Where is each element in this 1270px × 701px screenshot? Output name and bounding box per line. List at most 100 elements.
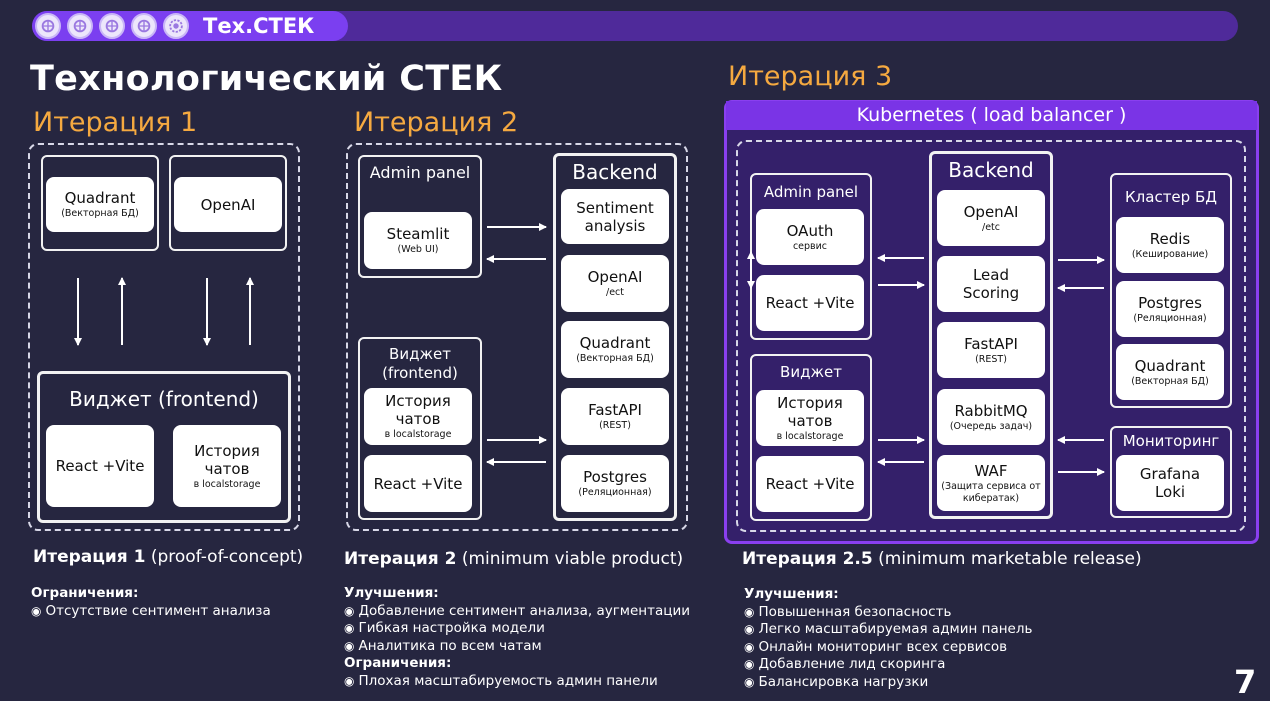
backend-node-waf: WAF (Защита сервиса от кибератак) (937, 455, 1045, 511)
backend-node-openai: OpenAI /etc (937, 190, 1045, 246)
db-cluster-box (1110, 173, 1232, 408)
notes-heading: Ограничения: (31, 585, 139, 601)
backend-node-sub: (Реляционная) (578, 487, 652, 498)
backend-node-fastapi: FastAPI (REST) (561, 388, 669, 445)
backend-node-label: OpenAI (587, 268, 643, 286)
backend-node-label: Lead Scoring (962, 266, 1020, 302)
react-vite-label: React +Vite (373, 474, 463, 493)
notes-bullet: Легко масштабируемая админ панель (744, 621, 1032, 639)
backend-node-lead-scoring: Lead Scoring (937, 256, 1045, 312)
gear-logo-icon (163, 13, 189, 39)
notes-bullet: Добавление сентимент анализа, аугментаци… (344, 603, 690, 621)
react-vite-node: React +Vite (364, 455, 472, 512)
backend-title: Backend (948, 158, 1034, 182)
react-vite-label: React +Vite (765, 294, 855, 312)
backend-node-label: RabbitMQ (954, 401, 1028, 420)
chat-history-label: История чатов (385, 392, 451, 428)
redis-sub: (Кеширование) (1131, 248, 1209, 260)
steamlit-label: Steamlit (386, 225, 450, 243)
iteration-1-notes: Ограничения: Отсутствие сентимент анализ… (31, 585, 271, 620)
backend-node-label: FastAPI (588, 401, 642, 419)
react-vite-widget-node: React +Vite (756, 456, 864, 512)
notes-heading: Улучшения: (344, 585, 439, 601)
grafana-loki-label: Grafana Loki (1139, 465, 1201, 501)
chat-history-label: История чатов (194, 441, 260, 478)
backend-box (553, 153, 677, 521)
admin-panel-title: Admin panel (763, 183, 859, 201)
oauth-sub: сервис (792, 240, 828, 252)
caption-bold: Итерация 1 (33, 547, 146, 567)
redis-node: Redis (Кеширование) (1116, 217, 1224, 273)
quadrant-node: Quadrant (Векторная БД) (46, 177, 154, 232)
backend-node-sub: (Защита сервиса от кибератак) (941, 480, 1041, 504)
admin-panel-title: Admin panel (369, 163, 471, 182)
admin-panel-box (358, 155, 482, 278)
kubernetes-title: Kubernetes ( load balancer ) (726, 101, 1257, 130)
chat-history-sub: в localstorage (776, 430, 844, 442)
postgres-node: Postgres (Реляционная) (1116, 281, 1224, 337)
grafana-loki-node: Grafana Loki (1116, 455, 1224, 511)
brain-logo-icon (35, 13, 61, 39)
backend-node-sub: (REST) (599, 420, 631, 431)
oauth-label: OAuth (786, 221, 834, 240)
caption-rest: (minimum marketable release) (872, 549, 1142, 569)
oauth-node: OAuth сервис (756, 209, 864, 265)
caption-bold: Итерация 2.5 (742, 549, 873, 569)
page-number: 7 (1234, 663, 1257, 701)
monitoring-title: Мониторинг (1122, 432, 1220, 450)
chat-history-node: История чатов в localstorage (173, 425, 281, 507)
widget-frontend-title: Виджет (frontend) (382, 345, 458, 382)
backend-node-sub: (Векторная БД) (576, 353, 654, 364)
brain-logo-icon (99, 13, 125, 39)
iteration-2-caption: Итерация 2 (minimum viable product) (344, 548, 683, 570)
iteration-3-notes: Улучшения: Повышенная безопасность Легко… (744, 586, 1032, 691)
quadrant-sub: (Векторная БД) (1131, 375, 1209, 387)
react-vite-label: React +Vite (55, 457, 145, 475)
notes-bullet: Онлайн мониторинг всех сервисов (744, 639, 1032, 657)
backend-node-quadrant: Quadrant (Векторная БД) (561, 321, 669, 378)
postgres-sub: (Реляционная) (1133, 312, 1207, 324)
notes-bullet: Гибкая настройка модели (344, 620, 690, 638)
backend-node-sub: /ect (606, 287, 624, 298)
postgres-label: Postgres (1138, 293, 1202, 312)
brain-logo-icon (67, 13, 93, 39)
steamlit-node: Steamlit (Web UI) (364, 212, 472, 269)
iteration-2-title: Итерация 2 (354, 107, 519, 138)
notes-bullet: Отсутствие сентимент анализа (31, 603, 270, 621)
caption-bold: Итерация 2 (344, 549, 457, 569)
chat-history-node: История чатов в localstorage (364, 388, 472, 445)
backend-node-label: OpenAI (963, 202, 1019, 221)
monitoring-box (1110, 426, 1232, 518)
caption-rest: (proof-of-concept) (145, 547, 304, 567)
chat-history-label: История чатов (777, 393, 843, 430)
brain-logo-icon (131, 13, 157, 39)
db-cluster-title: Кластер БД (1125, 188, 1217, 206)
react-vite-label: React +Vite (765, 475, 855, 493)
quadrant-node: Quadrant (Векторная БД) (1116, 344, 1224, 400)
backend-node-label: Sentiment analysis (576, 198, 654, 235)
backend-node-label: WAF (974, 461, 1008, 480)
iteration-2-frame (346, 143, 688, 531)
backend-node-openai: OpenAI /ect (561, 255, 669, 312)
notes-bullet: Балансировка нагрузки (744, 674, 1032, 692)
iteration-2-notes: Улучшения: Добавление сентимент анализа,… (344, 585, 690, 690)
iteration-3-frame (736, 140, 1246, 532)
backend-title: Backend (572, 160, 658, 184)
caption-rest: (minimum viable product) (456, 549, 684, 569)
backend-node-label: Postgres (583, 468, 647, 486)
backend-node-label: FastAPI (964, 334, 1018, 353)
backend-node-sub: /etc (982, 221, 1000, 233)
notes-bullet: Добавление лид скоринга (744, 656, 1032, 674)
quadrant-box (41, 155, 159, 251)
quadrant-label: Quadrant (64, 189, 136, 207)
notes-bullet: Аналитика по всем чатам (344, 638, 690, 656)
backend-node-label: Quadrant (579, 334, 651, 352)
notes-bullet: Повышенная безопасность (744, 604, 1032, 622)
steamlit-sub: (Web UI) (397, 244, 439, 255)
widget-frontend-box (358, 337, 482, 520)
iteration-3-caption: Итерация 2.5 (minimum marketable release… (742, 548, 1142, 570)
header-title: Тех.СТЕК (203, 14, 315, 38)
react-vite-admin-node: React +Vite (756, 275, 864, 331)
react-vite-node: React +Vite (46, 425, 154, 507)
